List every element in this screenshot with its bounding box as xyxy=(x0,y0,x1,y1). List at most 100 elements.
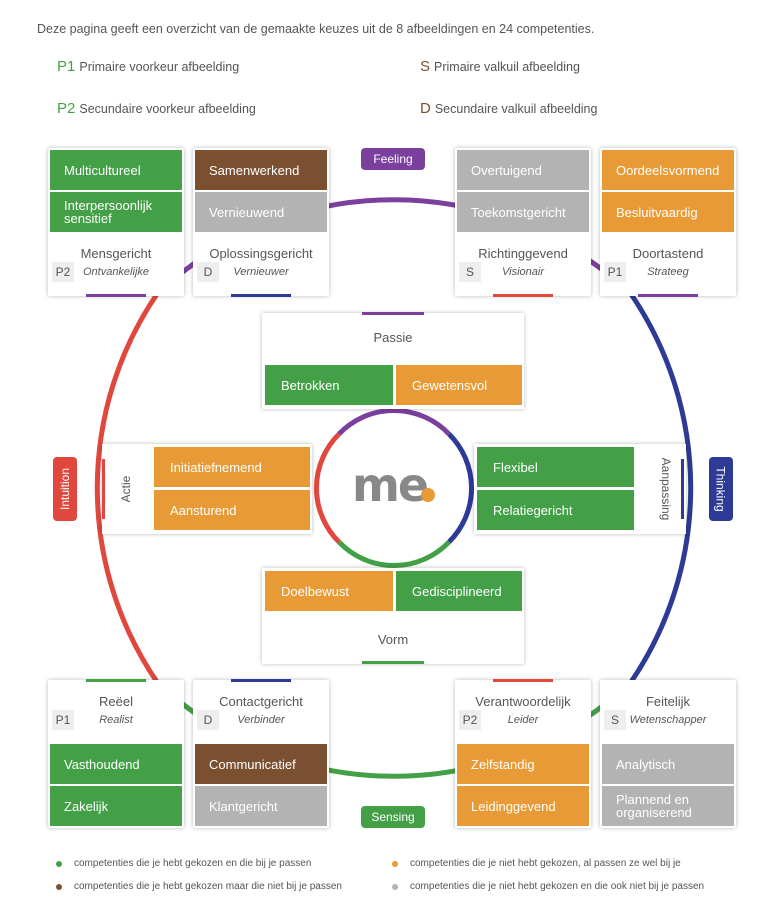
inner-box-actie: Actie Initiatiefnemend Aansturend xyxy=(102,444,312,534)
card-accent xyxy=(638,294,698,297)
card-title: Richtinggevend xyxy=(478,246,568,261)
legend-dot xyxy=(56,860,62,867)
card-richtinggevend: Overtuigend Toekomstgericht Richtinggeve… xyxy=(455,148,591,297)
card-doortastend: Oordeelsvormend Besluitvaardig Doortaste… xyxy=(600,148,736,297)
competency-gewetensvol: Gewetensvol xyxy=(396,365,522,405)
competency-vernieuwend: Vernieuwend xyxy=(195,192,327,232)
competency-relatiegericht: Relatiegericht xyxy=(477,490,634,530)
card-oplossingsgericht: Samenwerkend Vernieuwend Oplossingsgeric… xyxy=(193,148,329,297)
card-feitelijk: Feitelijk Wetenschapper S Analytisch Pla… xyxy=(600,680,736,828)
competency-samenwerkend: Samenwerkend xyxy=(195,150,327,190)
card-subtitle: Visionair xyxy=(502,266,544,278)
inner-box-passie: Passie Betrokken Gewetensvol xyxy=(262,312,524,409)
competency-plannend-en-organiserend: Plannend en organiserend xyxy=(602,786,734,826)
card-title: Contactgericht xyxy=(219,694,303,709)
legend-label: Secundaire valkuil afbeelding xyxy=(434,102,598,116)
axis-intuition-label: Intuition xyxy=(53,457,77,521)
legend-dot xyxy=(56,883,62,890)
legend-label: Primaire voorkeur afbeelding xyxy=(79,60,240,74)
card-badge: P1 xyxy=(52,710,74,730)
card-subtitle: Vernieuwer xyxy=(233,266,289,278)
inner-accent xyxy=(362,661,424,664)
card-accent xyxy=(231,679,291,682)
competency-overtuigend: Overtuigend xyxy=(457,150,589,190)
axis-feeling-text: Feeling xyxy=(373,152,413,166)
card-subtitle: Realist xyxy=(99,714,133,726)
inner-accent xyxy=(362,312,424,315)
legend-dot xyxy=(392,860,398,867)
legend-code: P2 xyxy=(57,100,76,117)
card-accent xyxy=(493,294,553,297)
inner-ring-left xyxy=(314,432,341,544)
legend-bottom-green: competenties die je hebt gekozen en die … xyxy=(56,858,311,869)
axis-thinking-text: Thinking xyxy=(714,466,729,512)
legend-label: Secundaire voorkeur afbeelding xyxy=(79,102,256,116)
me-logo-dot xyxy=(421,488,435,502)
competency-leidinggevend: Leidinggevend xyxy=(457,786,589,826)
card-badge: D xyxy=(197,710,219,730)
card-accent xyxy=(86,679,146,682)
inner-label: Aanpassing xyxy=(659,457,673,521)
card-verantwoordelijk: Verantwoordelijk Leider P2 Zelfstandig L… xyxy=(455,679,591,828)
me-logo-text: me xyxy=(352,458,429,512)
legend-dot xyxy=(392,883,398,890)
competency-flexibel: Flexibel xyxy=(477,447,634,487)
inner-box-vorm: Doelbewust Gedisciplineerd Vorm xyxy=(262,568,524,664)
legend-label: competenties die je hebt gekozen en die … xyxy=(74,858,312,869)
competency-toekomstgericht: Toekomstgericht xyxy=(457,192,589,232)
legend-label: Primaire valkuil afbeelding xyxy=(434,60,580,74)
card-subtitle: Ontvankelijke xyxy=(82,266,150,278)
card-badge: P1 xyxy=(604,262,626,282)
inner-accent xyxy=(102,459,105,519)
card-badge: P2 xyxy=(459,710,481,730)
legend-code: S xyxy=(420,58,431,75)
inner-label: Vorm xyxy=(377,632,409,647)
competency-communicatief: Communicatief xyxy=(195,744,327,784)
card-accent xyxy=(231,294,291,297)
outer-ring-thinking xyxy=(628,292,694,684)
axis-feeling-label: Feeling xyxy=(361,148,425,170)
card-subtitle: Leider xyxy=(507,714,539,726)
axis-sensing-text: Sensing xyxy=(371,810,415,824)
legend-label: competenties die je niet hebt gekozen en… xyxy=(410,881,705,892)
competency-gedisciplineerd: Gedisciplineerd xyxy=(396,571,522,611)
legend-bottom-orange: competenties die je niet hebt gekozen, a… xyxy=(392,858,681,869)
legend-label: competenties die je niet hebt gekozen, a… xyxy=(410,858,681,869)
card-badge: P2 xyxy=(52,262,74,282)
competency-zakelijk: Zakelijk xyxy=(50,786,182,826)
competency-aansturend: Aansturend xyxy=(154,490,310,530)
card-accent xyxy=(86,294,146,297)
competency-doelbewust: Doelbewust xyxy=(265,571,393,611)
card-title: Oplossingsgericht xyxy=(209,246,313,261)
legend-code: D xyxy=(420,100,431,117)
competency-klantgericht: Klantgericht xyxy=(195,786,327,826)
card-badge: S xyxy=(459,262,481,282)
competency-multicultureel: Multicultureel xyxy=(50,150,182,190)
inner-box-aanpassing: Flexibel Relatiegericht Aanpassing xyxy=(474,444,686,534)
competency-initiatiefnemend: Initiatiefnemend xyxy=(154,447,310,487)
card-title: Feitelijk xyxy=(645,694,691,709)
card-title: Verantwoordelijk xyxy=(475,694,571,709)
card-title: Mensgericht xyxy=(80,246,152,261)
card-subtitle: Strateeg xyxy=(647,266,689,278)
card-badge: D xyxy=(197,262,219,282)
legend-code: P1 xyxy=(57,58,76,75)
competency-betrokken: Betrokken xyxy=(265,365,393,405)
card-accent xyxy=(493,679,553,682)
outer-ring-intuition xyxy=(94,292,160,684)
inner-ring-bottom xyxy=(337,540,451,568)
competency-vasthoudend: Vasthoudend xyxy=(50,744,182,784)
inner-accent xyxy=(681,459,684,519)
card-subtitle: Wetenschapper xyxy=(629,714,707,726)
card-subtitle: Verbinder xyxy=(237,714,285,726)
inner-ring xyxy=(314,408,474,568)
inner-ring-right xyxy=(447,432,474,544)
competency-analytisch: Analytisch xyxy=(602,744,734,784)
inner-ring-top xyxy=(337,408,451,436)
axis-sensing-label: Sensing xyxy=(361,806,425,828)
card-title: Reëel xyxy=(99,694,133,709)
